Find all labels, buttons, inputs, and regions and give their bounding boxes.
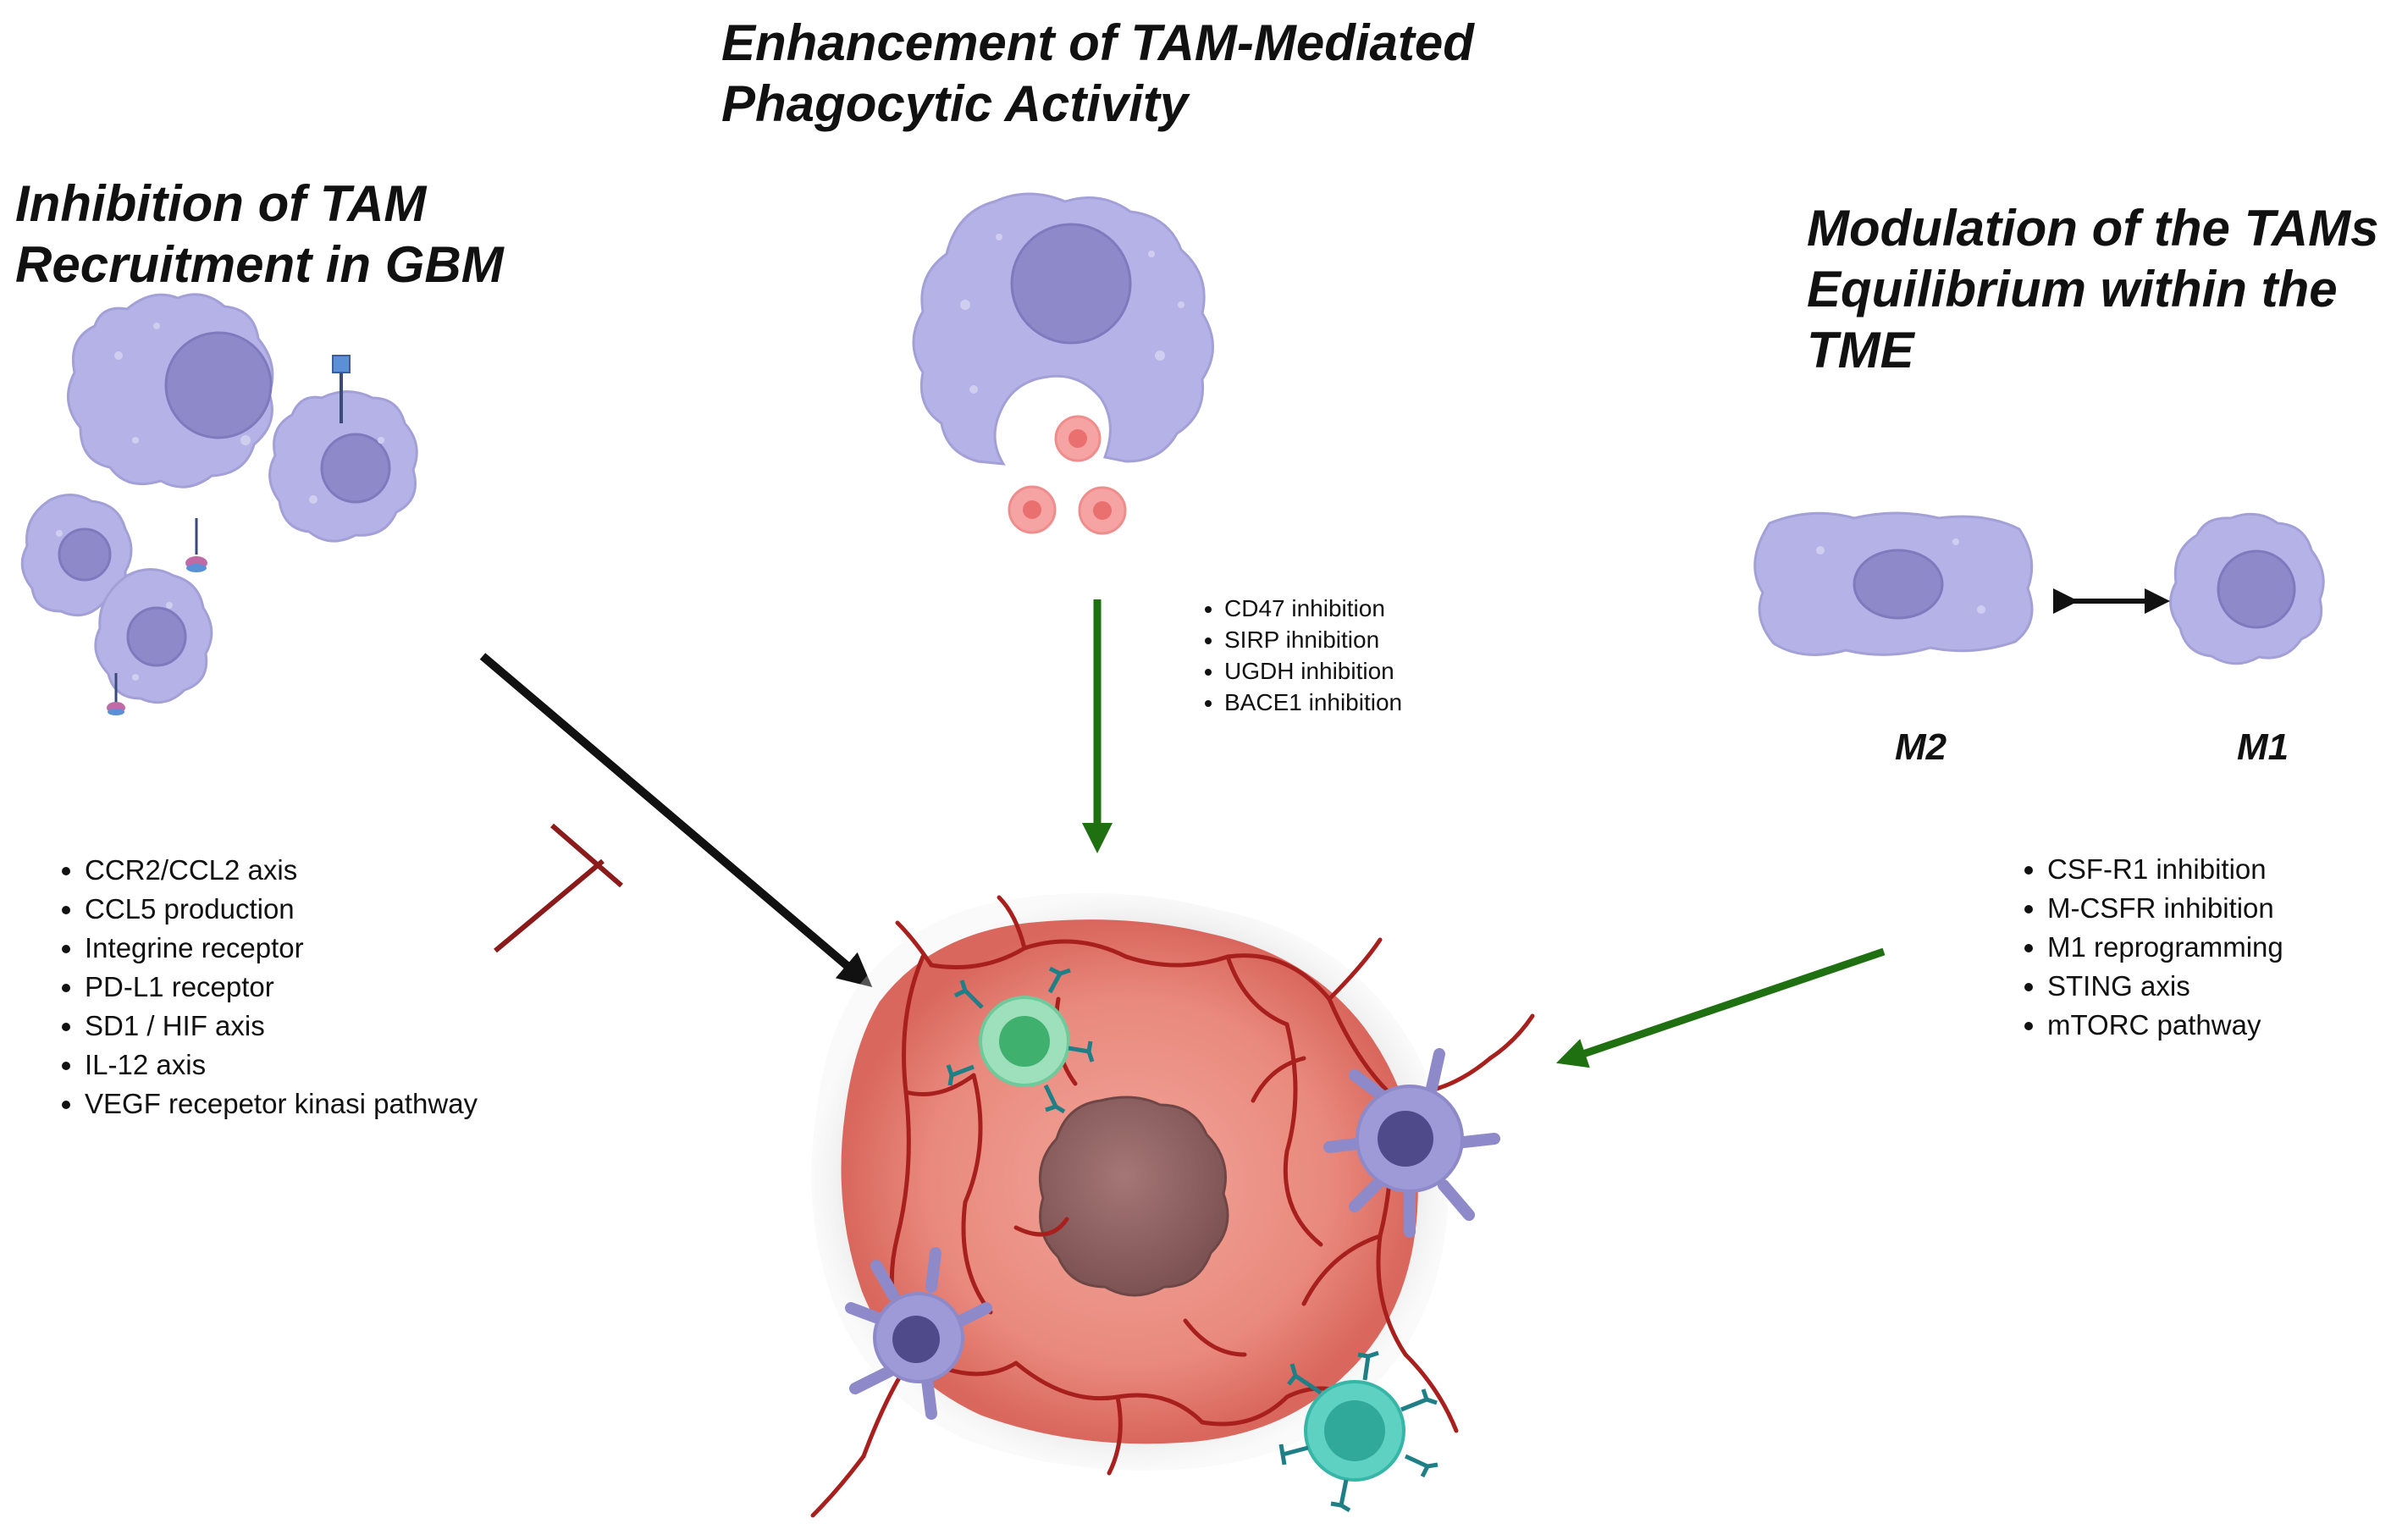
tumor-microenvironment [810,893,1535,1518]
phagocytic-title-line-2: Phagocytic Activity [721,75,1189,132]
m2-macrophage [1753,511,2034,656]
list-item: SIRP ihnibition [1224,624,1419,655]
t-cell-antibody-top [946,966,1095,1114]
antibody-icon [1047,966,1071,994]
macrophage-nucleus [126,606,187,667]
recruitment-title: Inhibition of TAM Recruitment in GBM [15,174,504,295]
inhibition-bar-icon [494,823,623,953]
list-item: VEGF recepetor kinasi pathway [85,1085,483,1123]
t-cell-antibody-bottom [1278,1350,1438,1513]
list-item: Integrine receptor [85,929,483,968]
list-item: CD47 inhibition [1224,593,1419,624]
equilibrium-arrow-icon [1555,947,1886,1068]
list-item: SD1 / HIF axis [85,1007,483,1046]
list-item: CSF-R1 inhibition [2047,850,2391,889]
list-item: CCR2/CCL2 axis [85,851,483,890]
phagocytic-title-line-1: Enhancement of TAM-Mediated [721,14,1474,71]
antibody-icon [1068,1040,1095,1063]
antibody-icon [1400,1388,1438,1412]
list-item: BACE1 inhibition [1224,687,1419,718]
receptor-icon [332,355,351,373]
m1-label: M1 [2237,726,2289,768]
phagocytic-title: Enhancement of TAM-Mediated Phagocytic A… [721,13,1474,135]
macrophage-nucleus [164,331,273,439]
antibody-icon [1278,1443,1309,1465]
m2-label: M2 [1895,726,1947,768]
list-item: M1 reprogramming [2047,928,2391,967]
equilibrium-title-line-3: TME [1807,322,1914,378]
equilibrium-title-line-1: Modulation of the TAMs [1807,200,2379,257]
macrophage-nucleus [320,433,391,504]
activated-macrophage-left [845,1247,992,1420]
list-item: PD-L1 receptor [85,968,483,1007]
antibody-icon [1357,1350,1379,1381]
list-item: UGDH inhibition [1224,655,1419,687]
recruitment-arrow-icon [479,653,873,987]
list-item: mTORC pathway [2047,1006,2391,1045]
antibody-icon [1330,1479,1351,1513]
list-item: STING axis [2047,967,2391,1006]
antibody-icon [953,980,984,1009]
equilibrium-title-line-2: Equilibrium within the [1807,261,2338,317]
phagocytic-macrophage [912,192,1214,535]
phagocytic-target-list: CD47 inhibition SIRP ihnibition UGDH inh… [1185,593,1419,718]
macrophage-nucleus [58,527,112,582]
m1-macrophage [2169,512,2325,665]
recruitment-title-line-2: Recruitment in GBM [15,236,504,293]
equilibrium-title: Modulation of the TAMs Equilibrium withi… [1807,198,2378,381]
list-item: M-CSFR inhibition [2047,889,2391,928]
macrophage-nucleus [1010,223,1132,345]
list-item: CCL5 production [85,890,483,929]
recruitment-macrophage-cluster [20,293,418,715]
list-item: IL-12 axis [85,1046,483,1085]
antibody-icon [946,1064,975,1086]
activated-macrophage-right [1323,1048,1500,1238]
equilibrium-target-list: CSF-R1 inhibition M-CSFR inhibition M1 r… [2008,850,2391,1045]
recruitment-title-line-1: Inhibition of TAM [15,175,427,232]
macrophage-nucleus [2217,549,2296,629]
antibody-icon [1404,1454,1438,1478]
macrophage-nucleus [1853,549,1944,620]
tumor-core-icon [1038,1096,1229,1297]
antibody-icon [1043,1084,1066,1114]
recruitment-target-list: CCR2/CCL2 axis CCL5 production Integrine… [46,851,483,1123]
antibody-icon [1287,1363,1323,1395]
